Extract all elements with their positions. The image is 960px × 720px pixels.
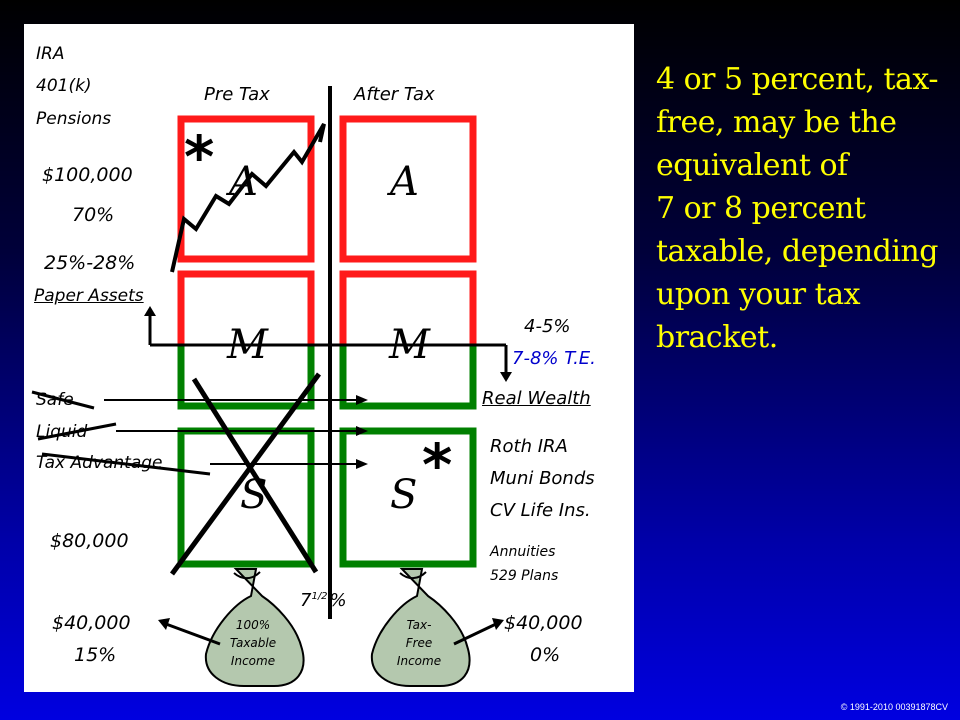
side-text-line1: 4 or 5 percent, tax- xyxy=(656,62,938,97)
diagram-panel: IRA 401(k) Pensions $100,000 70% 25%-28%… xyxy=(24,24,634,692)
label-15pct: 15% xyxy=(74,644,117,666)
label-401k: 401(k) xyxy=(36,76,92,96)
bag-left-line1: 100% xyxy=(235,618,271,632)
label-80k: $80,000 xyxy=(50,530,129,552)
label-seven-half-pct: 71/2% xyxy=(300,590,347,611)
box-a-after-tax xyxy=(339,115,477,263)
box-m-after-tax-green xyxy=(339,344,477,410)
label-100k: $100,000 xyxy=(42,164,133,186)
label-ira: IRA xyxy=(36,44,65,64)
arrow-to-right-40k-head xyxy=(492,618,504,630)
strike-liquid xyxy=(37,422,117,441)
letter-s-after-tax: S xyxy=(390,472,418,518)
seven-half-fraction: 1/2 xyxy=(311,591,328,602)
bag-left-line2: Taxable xyxy=(229,636,277,650)
side-text-line5: taxable, depending xyxy=(656,234,938,269)
label-pensions: Pensions xyxy=(36,109,112,129)
label-tax-advantage: Tax Advantage xyxy=(36,453,163,473)
arrow-to-left-40k-head xyxy=(158,618,170,630)
strike-tax-advantage xyxy=(41,452,211,476)
letter-m-after-tax: M xyxy=(389,322,430,368)
x-cross-line-2 xyxy=(169,372,322,576)
growth-zigzag xyxy=(170,122,326,273)
column-header-after-tax: After Tax xyxy=(354,84,435,105)
box-m-pre-tax-red xyxy=(177,270,315,344)
arrow-up-head xyxy=(144,306,156,316)
label-liquid: Liquid xyxy=(36,422,88,442)
letter-a-after-tax: A xyxy=(390,159,419,205)
label-cv-life-ins: CV Life Ins. xyxy=(490,500,591,521)
box-s-after-tax xyxy=(339,427,477,568)
arrow-to-left-40k xyxy=(165,622,221,646)
side-text-line2: free, may be the xyxy=(656,105,897,140)
label-muni-bonds: Muni Bonds xyxy=(490,468,595,489)
arrow-to-right-40k xyxy=(453,622,497,646)
label-25-28pct: 25%-28% xyxy=(44,252,136,274)
money-bag-left-neck xyxy=(233,571,261,580)
box-m-pre-tax-green xyxy=(177,344,315,410)
arrow-tax-advantage-head xyxy=(356,459,368,469)
copyright-notice: © 1991-2010 00391878CV xyxy=(840,702,948,712)
side-text-line6: upon your tax xyxy=(656,277,861,312)
box-m-after-tax-red xyxy=(339,270,477,344)
diagram-graphics xyxy=(31,86,512,687)
label-0pct: 0% xyxy=(530,644,561,666)
bag-left-line3: Income xyxy=(230,654,276,668)
seven-half-percent-sign: % xyxy=(329,590,347,611)
bag-right-label: Tax- Free Income xyxy=(384,616,454,670)
label-roth-ira: Roth IRA xyxy=(490,436,568,457)
side-text-line4: 7 or 8 percent xyxy=(656,191,866,226)
label-paper-assets: Paper Assets xyxy=(34,286,144,306)
bag-left-label: 100% Taxable Income xyxy=(218,616,288,670)
seven-half-whole: 7 xyxy=(300,590,312,611)
label-rate-4-5: 4-5% xyxy=(524,316,571,337)
label-real-wealth: Real Wealth xyxy=(482,388,591,409)
side-text-line3: equivalent of xyxy=(656,148,848,183)
label-40k-right: $40,000 xyxy=(504,612,583,634)
money-bag-right-neck xyxy=(399,571,427,580)
arrow-liquid-head xyxy=(356,426,368,436)
bag-right-line2: Free xyxy=(405,636,433,650)
bag-right-line1: Tax- xyxy=(406,618,432,632)
box-a-pre-tax xyxy=(177,115,315,263)
arrow-safe-head xyxy=(356,395,368,405)
side-text-line7: bracket. xyxy=(656,320,778,355)
label-annuities: Annuities xyxy=(490,544,556,560)
x-cross-line-1 xyxy=(191,377,319,574)
letter-s-pre-tax: S xyxy=(240,472,268,518)
letter-m-pre-tax: M xyxy=(227,322,268,368)
arrow-down-head xyxy=(500,372,512,382)
label-70pct: 70% xyxy=(72,204,115,226)
bag-right-line3: Income xyxy=(396,654,442,668)
label-529-plans: 529 Plans xyxy=(490,568,559,584)
money-bag-left xyxy=(204,568,305,687)
strike-safe xyxy=(31,390,95,410)
label-rate-7-8-te: 7-8% T.E. xyxy=(512,348,596,369)
column-header-pre-tax: Pre Tax xyxy=(204,84,270,105)
asterisk-bottom-icon: * xyxy=(422,431,453,499)
label-safe: Safe xyxy=(36,390,74,410)
money-bag-right xyxy=(370,568,471,687)
label-40k-left: $40,000 xyxy=(52,612,131,634)
letter-a-pre-tax: A xyxy=(229,159,258,205)
asterisk-top-icon: * xyxy=(184,123,215,191)
side-explanation-text: 4 or 5 percent, tax- free, may be the eq… xyxy=(656,58,946,359)
